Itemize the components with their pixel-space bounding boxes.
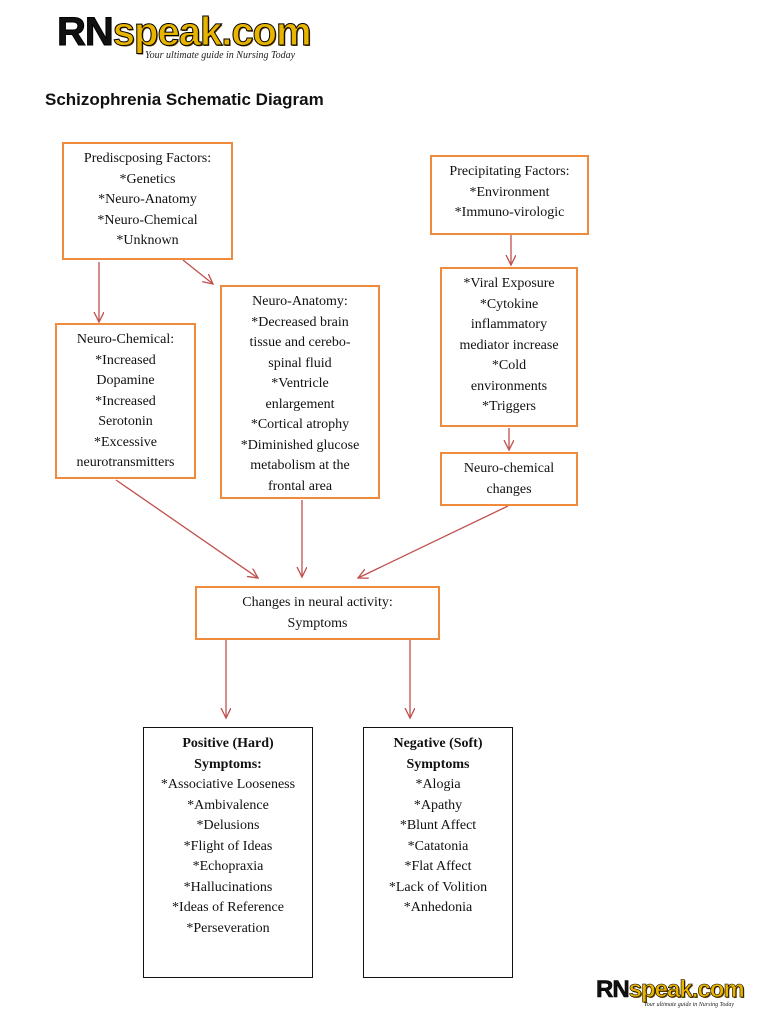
logo-speak-text: speak.com xyxy=(112,10,312,54)
neural-activity-box: Changes in neural activity: Symptoms xyxy=(195,586,440,640)
neuro-chemical-line: neurotransmitters xyxy=(76,455,175,470)
predisposing-item: *Unknown xyxy=(116,233,179,248)
precipitating-heading: Precipitating Factors: xyxy=(449,164,570,179)
negative-symptom-item: *Flat Affect xyxy=(404,859,472,874)
logo-rn-text: RN xyxy=(57,10,115,54)
negative-heading: Symptoms xyxy=(406,756,470,772)
positive-heading: Symptoms: xyxy=(194,756,262,772)
positive-symptom-item: *Echopraxia xyxy=(192,859,264,874)
logo-tagline: Your ultimate guide in Nursing Today xyxy=(145,50,296,61)
neuro-anatomy-line: tissue and cerebo- xyxy=(249,335,351,350)
predisposing-factors-box: Prediscposing Factors: *Genetics *Neuro-… xyxy=(62,142,233,260)
positive-symptom-item: *Associative Looseness xyxy=(160,777,296,792)
rnspeak-logo-bottom: RNspeak.com Your ultimate guide in Nursi… xyxy=(596,976,745,1008)
neuro-chemical-line: *Increased xyxy=(95,352,156,368)
neuro-anatomy-line: *Decreased brain xyxy=(251,314,349,330)
positive-heading: Positive (Hard) xyxy=(182,736,274,751)
negative-symptom-item: *Lack of Volition xyxy=(388,879,488,895)
predisposing-heading: Prediscposing Factors: xyxy=(83,151,212,166)
logo-tagline: Your ultimate guide in Nursing Today xyxy=(644,1002,735,1008)
changes-line: Neuro-chemical xyxy=(463,461,555,476)
viral-exposure-box: *Viral Exposure *Cytokine inflammatory m… xyxy=(440,267,578,427)
negative-heading: Negative (Soft) xyxy=(393,736,483,751)
neuro-chemical-line: Dopamine xyxy=(96,373,155,388)
positive-symptom-item: *Delusions xyxy=(196,818,260,833)
viral-line: *Viral Exposure xyxy=(463,276,555,291)
arrow-predisposing-to-neuroanatomy xyxy=(182,259,213,284)
neuro-chemical-box: Neuro-Chemical: *Increased Dopamine *Inc… xyxy=(55,323,196,479)
neuro-chemical-changes-box: Neuro-chemical changes xyxy=(440,452,578,506)
neural-activity-line: Changes in neural activity: xyxy=(242,595,393,610)
arrow-neurochemical-to-neural xyxy=(115,479,258,578)
neuro-anatomy-line: *Diminished glucose xyxy=(240,437,360,453)
negative-symptom-item: *Alogia xyxy=(415,777,461,792)
viral-line: *Cold xyxy=(491,358,527,373)
precipitating-factors-box: Precipitating Factors: *Environment *Imm… xyxy=(430,155,589,235)
viral-line: environments xyxy=(470,378,548,394)
positive-symptom-item: *Perseveration xyxy=(186,920,270,936)
viral-line: *Triggers xyxy=(482,399,536,414)
viral-line: inflammatory xyxy=(470,317,548,332)
precipitating-item: *Immuno-virologic xyxy=(454,205,565,220)
positive-symptom-item: *Ideas of Reference xyxy=(172,900,284,915)
neural-activity-line: Symptoms xyxy=(287,615,348,631)
positive-symptoms-box: Positive (Hard) Symptoms: *Associative L… xyxy=(143,727,313,978)
precipitating-item: *Environment xyxy=(469,184,550,200)
rnspeak-logo-top: RNspeak.com Your ultimate guide in Nursi… xyxy=(57,10,313,62)
neuro-anatomy-line: *Ventricle xyxy=(271,376,329,391)
neuro-anatomy-line: frontal area xyxy=(267,478,333,494)
changes-line: changes xyxy=(486,481,532,497)
logo-rn-text: RN xyxy=(596,976,630,1003)
neuro-anatomy-line: *Cortical atrophy xyxy=(250,417,350,432)
neuro-chemical-line: *Increased xyxy=(95,393,156,409)
negative-symptom-item: *Blunt Affect xyxy=(399,818,477,833)
neuro-chemical-line: *Excessive xyxy=(94,434,157,450)
neuro-chemical-line: Serotonin xyxy=(98,414,153,429)
positive-symptom-item: *Hallucinations xyxy=(183,879,273,895)
negative-symptom-item: *Anhedonia xyxy=(403,900,473,915)
neuro-anatomy-line: enlargement xyxy=(265,396,335,412)
positive-symptom-item: *Flight of Ideas xyxy=(183,838,273,854)
predisposing-item: *Neuro-Anatomy xyxy=(98,192,197,207)
arrow-changes-to-neural xyxy=(358,505,509,578)
neuro-anatomy-line: Neuro-Anatomy: xyxy=(252,294,348,309)
predisposing-item: *Genetics xyxy=(119,171,176,187)
negative-symptom-item: *Catatonia xyxy=(407,838,469,854)
negative-symptom-item: *Apathy xyxy=(413,797,463,813)
predisposing-item: *Neuro-Chemical xyxy=(97,212,198,228)
viral-line: *Cytokine xyxy=(479,296,539,312)
neuro-anatomy-box: Neuro-Anatomy: *Decreased brain tissue a… xyxy=(220,285,380,499)
logo-speak-text: speak.com xyxy=(628,976,745,1003)
negative-symptoms-box: Negative (Soft) Symptoms *Alogia *Apathy… xyxy=(363,727,513,978)
neuro-anatomy-line: spinal fluid xyxy=(268,355,332,371)
neuro-chemical-line: Neuro-Chemical: xyxy=(76,332,175,347)
positive-symptom-item: *Ambivalence xyxy=(187,797,269,813)
neuro-anatomy-line: metabolism at the xyxy=(250,458,350,473)
page-title: Schizophrenia Schematic Diagram xyxy=(45,90,324,109)
viral-line: mediator increase xyxy=(459,337,559,353)
